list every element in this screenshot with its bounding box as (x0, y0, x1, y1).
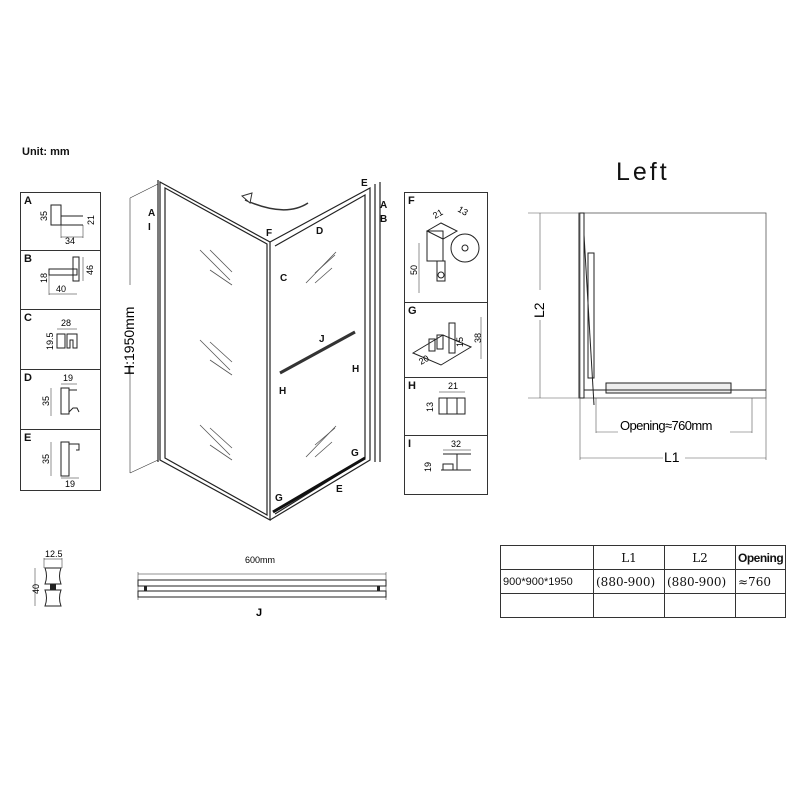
knob-drawing: 12.5 40 (31, 549, 63, 607)
part-label-I: I (148, 222, 151, 233)
part-label-E: E (336, 484, 343, 495)
part-label-G: G (275, 493, 283, 504)
part-label-B: B (380, 214, 388, 225)
l2-label: L2 (531, 302, 547, 318)
spec-table: L1 L2 Opening 900*900*1950 (880-900) (88… (500, 545, 787, 618)
svg-text:32: 32 (451, 439, 461, 449)
profile-label: H (408, 380, 416, 392)
profile-C: C 28 19.5 (21, 310, 100, 370)
part-label-D: D (316, 226, 324, 237)
table-cell: 900*900*1950 (500, 569, 594, 594)
svg-text:19.5: 19.5 (45, 332, 55, 350)
table-cell: ≈760 (734, 569, 787, 594)
enclosure-3d-drawing: H:1950mm (121, 180, 381, 522)
svg-text:21: 21 (431, 207, 445, 221)
svg-text:13: 13 (456, 204, 470, 218)
profile-G: G 15 38 20 (405, 303, 487, 378)
svg-text:35: 35 (39, 211, 49, 221)
svg-text:28: 28 (61, 318, 71, 328)
handle-label: J (256, 607, 262, 619)
profile-d-drawing: 19 35 (41, 373, 80, 416)
profile-label: E (24, 432, 32, 444)
svg-text:15: 15 (455, 337, 465, 347)
svg-text:35: 35 (41, 396, 51, 406)
profile-label: B (24, 253, 32, 265)
svg-text:38: 38 (473, 333, 483, 343)
svg-text:13: 13 (425, 402, 435, 412)
part-label-C: C (280, 273, 288, 284)
profile-a-drawing: 34 35 21 (39, 204, 96, 246)
table-row (500, 593, 787, 618)
knob-width-label: 12.5 (45, 549, 63, 559)
table-cell (734, 593, 787, 618)
header-cell: Opening (734, 545, 787, 570)
profile-c-drawing: 28 19.5 (45, 318, 78, 350)
profile-label: A (24, 195, 32, 207)
svg-text:21: 21 (448, 381, 458, 391)
profile-i-drawing: 32 19 (423, 439, 471, 472)
profile-label: F (408, 195, 415, 207)
profile-e-drawing: 19 35 (41, 441, 80, 489)
table-row: 900*900*1950 (880-900) (880-900) ≈760 (500, 569, 787, 594)
profile-B: B 40 18 46 (21, 251, 100, 310)
opening-label: Opening≈760mm (620, 418, 712, 433)
dim-text: 34 (65, 236, 75, 246)
profile-E: E 19 35 (21, 430, 100, 492)
l1-label: L1 (664, 449, 680, 465)
handle-drawing: 600mm J (137, 555, 387, 619)
svg-text:40: 40 (56, 284, 66, 294)
profile-F: F 21 13 50 (405, 193, 487, 303)
height-label: H:1950mm (121, 307, 137, 375)
table-cell: (880-900) (593, 569, 665, 594)
svg-text:21: 21 (86, 215, 96, 225)
header-cell: L2 (664, 545, 736, 570)
part-label-G-right: G (351, 448, 359, 459)
profile-panel-left: A 34 35 21 B 40 18 46 C (20, 192, 101, 491)
part-label-J: J (319, 334, 325, 345)
svg-text:18: 18 (39, 273, 49, 283)
svg-text:46: 46 (85, 265, 95, 275)
profile-panel-right: F 21 13 50 G 15 38 20 H (404, 192, 488, 495)
table-cell (664, 593, 736, 618)
part-label-F: F (266, 228, 273, 239)
part-label-H: H (279, 386, 287, 397)
table-cell: (880-900) (664, 569, 736, 594)
profile-label: C (24, 312, 32, 324)
table-cell (593, 593, 665, 618)
profile-label: G (408, 305, 417, 317)
profile-I: I 32 19 (405, 436, 487, 496)
plan-view-drawing: L2 Opening≈760mm L1 (528, 212, 767, 465)
profile-D: D 19 35 (21, 370, 100, 430)
roller-f-drawing: 21 13 50 (409, 204, 480, 293)
profile-H: H 21 13 (405, 378, 487, 436)
profile-label: D (24, 372, 32, 384)
part-label-E-top: E (361, 178, 368, 189)
knob-height-label: 40 (31, 584, 41, 594)
svg-text:20: 20 (417, 353, 431, 367)
header-cell (500, 545, 594, 570)
unit-label: Unit: mm (22, 146, 70, 158)
header-cell: L1 (593, 545, 665, 570)
part-label-A-right: A (380, 200, 388, 211)
profile-b-drawing: 40 18 46 (39, 256, 95, 295)
table-cell (500, 593, 594, 618)
handle-length-label: 600mm (245, 555, 275, 565)
part-label-H-right: H (352, 364, 360, 375)
profile-h-drawing: 21 13 (425, 381, 466, 415)
profile-A: A 34 35 21 (21, 193, 100, 251)
profile-label: I (408, 438, 412, 450)
svg-text:19: 19 (63, 373, 73, 383)
svg-text:19: 19 (65, 479, 75, 489)
table-header-row: L1 L2 Opening (500, 545, 787, 570)
view-title: Left (616, 158, 670, 186)
svg-text:35: 35 (41, 454, 51, 464)
svg-text:50: 50 (409, 265, 419, 275)
part-label-A: A (148, 208, 156, 219)
svg-text:19: 19 (423, 462, 433, 472)
stopper-g-drawing: 15 38 20 (411, 317, 483, 367)
